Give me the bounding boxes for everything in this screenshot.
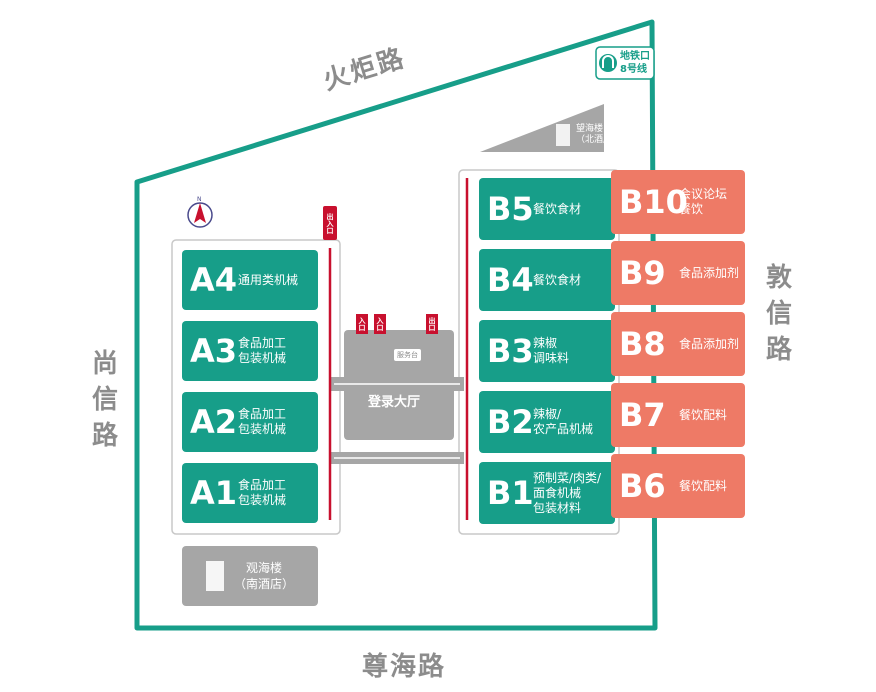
hall-description: 辣椒 调味料 <box>533 336 570 365</box>
gate-top: 出入口 <box>323 206 337 240</box>
entrance-label: 入口 <box>376 317 384 331</box>
hall-code: B10 <box>619 183 688 221</box>
compass-n: N <box>197 196 202 203</box>
hall-description: 辣椒/ 农产品机械 <box>533 407 594 436</box>
hall-description: 食品添加剂 <box>679 265 740 280</box>
site-boundary <box>134 19 658 631</box>
lobby-entrance-1: 入口 <box>356 314 368 334</box>
hall-description: 食品加工 包装机械 <box>238 478 287 507</box>
north-hotel-block <box>480 104 604 152</box>
north-hotel-label: 望海楼 （北酒店） <box>556 124 621 146</box>
entrance-label: 入口 <box>358 317 366 331</box>
building-icon <box>205 561 224 591</box>
compass-icon <box>187 202 213 228</box>
hall-code: B3 <box>487 332 534 370</box>
hall-code: B4 <box>487 261 534 299</box>
hall-code: A1 <box>190 474 238 512</box>
hall-description: 会议论坛 餐饮 <box>679 187 728 216</box>
gate-top-label: 出入口 <box>326 212 334 234</box>
metro-line2: 8号线 <box>620 64 647 75</box>
hall-b8[interactable]: B8 食品添加剂 <box>611 312 745 376</box>
lobby-exit: 出口 <box>426 314 438 334</box>
hall-code: B1 <box>487 474 534 512</box>
hall-description: 餐饮配料 <box>679 407 728 422</box>
metro-label: 地铁口 8号线 <box>620 50 650 76</box>
hall-description: 食品添加剂 <box>679 336 740 351</box>
hall-code: A3 <box>190 332 238 370</box>
hall-code: B6 <box>619 467 666 505</box>
hall-b6[interactable]: B6 餐饮配料 <box>611 454 745 518</box>
hall-description: 餐饮配料 <box>679 478 728 493</box>
road-east: 敦信路 <box>766 263 795 365</box>
hall-description: 餐饮食材 <box>533 272 582 287</box>
metro-icon <box>595 46 655 80</box>
hall-description: 餐饮食材 <box>533 201 582 216</box>
hall-b7[interactable]: B7 餐饮配料 <box>611 383 745 447</box>
hall-code: B2 <box>487 403 534 441</box>
hall-code: B7 <box>619 396 666 434</box>
hall-b9[interactable]: B9 食品添加剂 <box>611 241 745 305</box>
north-hotel-sub: （北酒店） <box>576 135 622 145</box>
hall-description: 食品加工 包装机械 <box>238 336 287 365</box>
lobby-desk: 服务台 <box>394 349 421 361</box>
hall-code: B5 <box>487 190 534 228</box>
exit-label: 出口 <box>428 317 436 331</box>
south-hotel-name: 观海楼 <box>245 561 282 575</box>
hall-code: A2 <box>190 403 238 441</box>
south-hotel-sub: （南酒店） <box>233 577 294 591</box>
north-hotel-name: 望海楼 <box>576 124 604 134</box>
metro-line1: 地铁口 <box>620 51 650 62</box>
building-icon <box>556 124 570 146</box>
hall-code: A4 <box>190 261 238 299</box>
road-west: 尚信路 <box>92 349 121 451</box>
lobby-label: 登录大厅 <box>368 395 421 410</box>
hall-description: 通用类机械 <box>238 272 299 287</box>
south-hotel: 观海楼 （南酒店） <box>182 546 318 606</box>
hall-code: B8 <box>619 325 666 363</box>
hall-description: 食品加工 包装机械 <box>238 407 287 436</box>
road-south: 尊海路 <box>362 652 447 682</box>
hall-code: B9 <box>619 254 666 292</box>
lobby-entrance-2: 入口 <box>374 314 386 334</box>
hall-description: 预制菜/肉类/ 面食机械 包装材料 <box>533 470 602 515</box>
